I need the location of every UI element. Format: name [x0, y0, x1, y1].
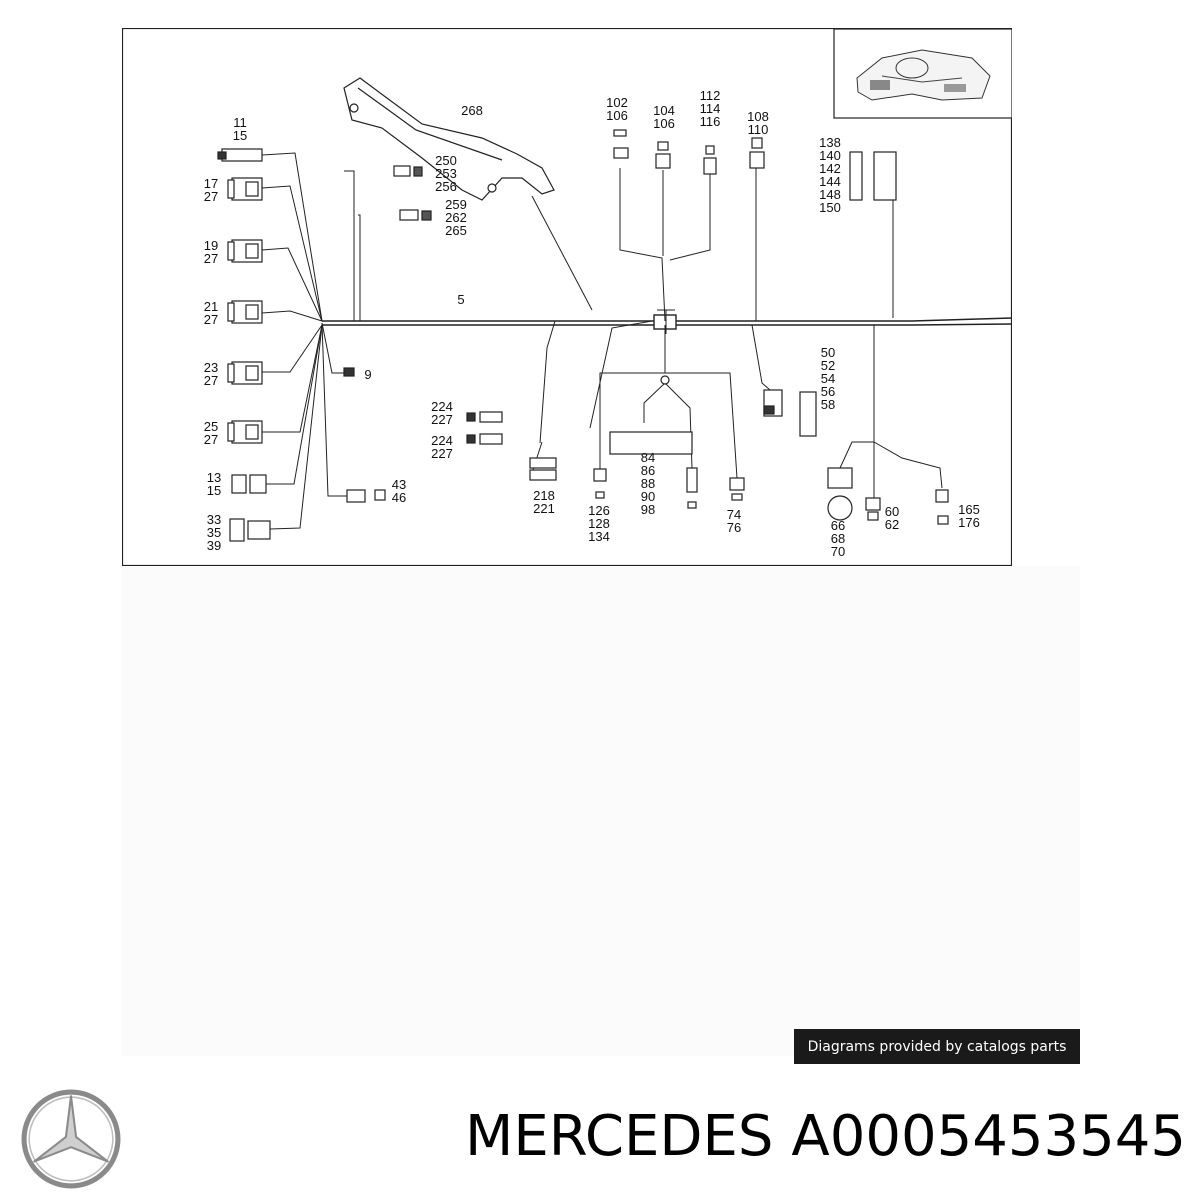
credit-badge: Diagrams provided by catalogs parts — [794, 1029, 1080, 1064]
left-connectors — [217, 148, 432, 542]
callout-268: 268 — [461, 103, 483, 118]
diagram-background-area — [122, 566, 1080, 1056]
mercedes-star-logo — [21, 1089, 121, 1189]
carrier-bracket — [343, 77, 593, 311]
brand-name: MERCEDES — [465, 1104, 774, 1169]
part-title: MERCEDES A0005453545 — [465, 1104, 1186, 1169]
callout-5: 5 — [457, 292, 464, 307]
vehicle-inset — [833, 28, 1012, 119]
left-lead-fan — [261, 152, 653, 530]
upper-center-connector-shapes — [466, 129, 949, 525]
part-number: A0005453545 — [791, 1104, 1186, 1169]
callout-9: 9 — [364, 367, 371, 382]
main-harness-trunk — [322, 309, 1012, 334]
